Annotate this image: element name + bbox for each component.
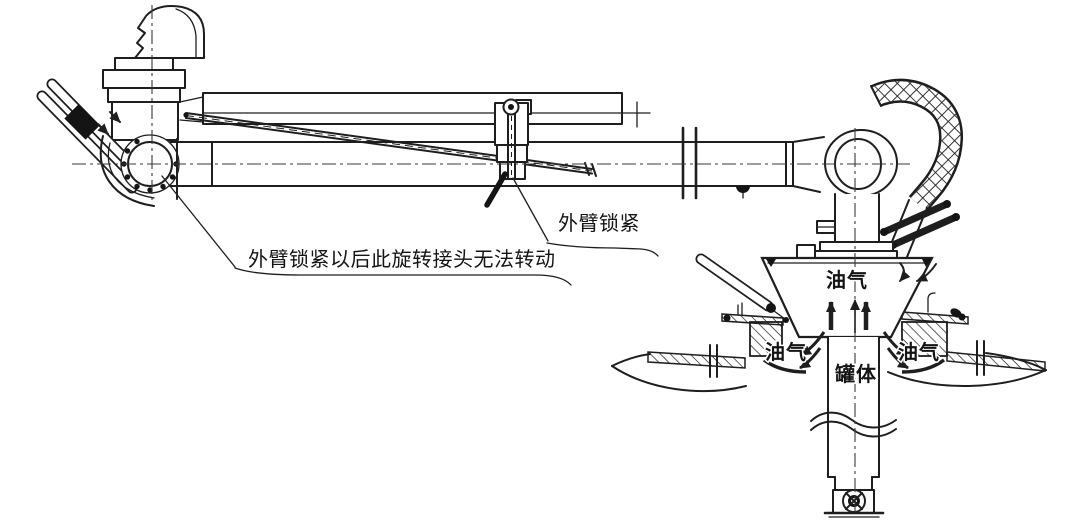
lock-rod	[183, 112, 597, 177]
vapor-curl-arrow-icon	[916, 263, 937, 282]
riser-assembly	[816, 129, 898, 247]
mouth-pin-right	[927, 292, 936, 313]
drop-tube	[810, 336, 897, 478]
callout-underline	[546, 242, 659, 257]
escape-arrow-icon	[800, 331, 826, 357]
escape-arrow-icon	[799, 347, 822, 370]
flange-stack	[102, 57, 186, 141]
tank-line-flange-left	[709, 344, 718, 378]
flex-hose	[870, 78, 963, 258]
escape-arrow-icon	[886, 347, 909, 370]
callouts: 外臂锁紧以后此旋转接头无法转动 外臂锁紧 油气 油气 油气 罐体	[161, 175, 941, 388]
vapor-flow-arrows	[826, 299, 871, 333]
mouth-fitting-right	[950, 308, 962, 318]
vapor-curl-arrow-icon	[899, 262, 911, 282]
callout-underline	[234, 267, 572, 286]
mouth-bolt-left	[723, 314, 731, 322]
left-swivel-assembly	[36, 5, 213, 207]
label-tank-body: 罐体	[834, 362, 877, 386]
arm-lock-clamp	[484, 98, 532, 208]
balance-beam	[202, 92, 651, 128]
vapor-hood	[695, 241, 937, 339]
tank-top-outline	[611, 340, 1047, 393]
clamp-bolt	[508, 104, 514, 110]
vapor-escape-arrows	[762, 331, 946, 374]
label-vapor-top: 油气	[826, 268, 868, 292]
pipe-break-symbol	[810, 411, 897, 438]
label-vapor-left: 油气	[765, 340, 807, 364]
callout-outer-arm-lock: 外臂锁紧	[558, 211, 640, 235]
lever-arrow-icon	[109, 111, 121, 123]
label-vapor-right: 油气	[898, 340, 940, 364]
mouth-pin-left	[737, 302, 743, 315]
bottom-deflector	[823, 476, 885, 518]
joint-bolts	[121, 138, 179, 193]
inlet-elbow	[134, 5, 205, 59]
callout-rotary-joint-note: 外臂锁紧以后此旋转接头无法转动	[248, 247, 556, 271]
drain-plug	[736, 186, 750, 193]
hood-handle	[695, 253, 789, 323]
clamp-handle	[484, 171, 508, 208]
arm-pipe	[169, 126, 825, 200]
callout-leader	[512, 177, 549, 242]
tank-mouth	[721, 292, 969, 357]
lever-grip	[64, 104, 100, 140]
escape-arrow-icon	[882, 331, 908, 357]
tank-line-flange-right	[976, 340, 985, 376]
centerlines	[72, 5, 910, 512]
callout-leader	[161, 175, 236, 268]
lever-arrow-icon	[97, 123, 109, 135]
hose-end-cap	[870, 85, 882, 107]
